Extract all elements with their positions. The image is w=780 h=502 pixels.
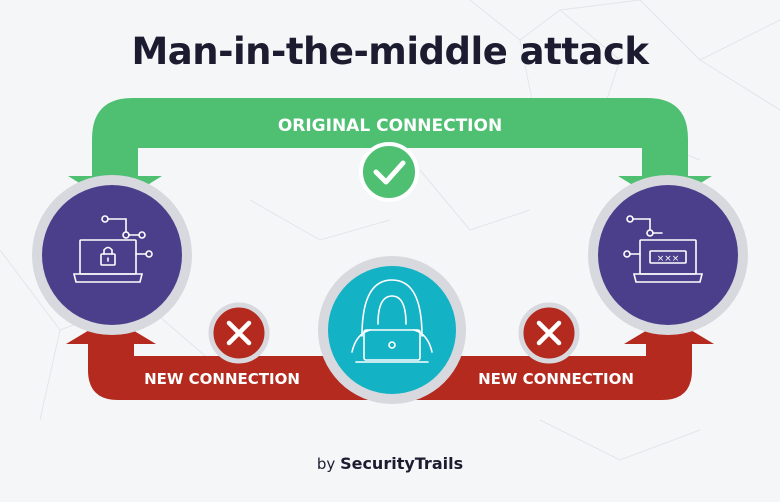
right-node: ××× — [588, 175, 748, 335]
laptop-password-icon: ××× — [623, 215, 704, 283]
laptop-lock-icon — [72, 215, 153, 283]
checkmark-icon — [359, 142, 419, 202]
attacker-node — [318, 256, 466, 404]
left-node — [32, 175, 192, 335]
page-title: Man-in-the-middle attack — [131, 30, 649, 73]
cross-icon-right — [518, 302, 580, 364]
svg-text:×××: ××× — [657, 254, 680, 264]
hooded-hacker-icon — [351, 279, 433, 363]
cross-icon-left — [208, 302, 270, 364]
footer-credit: by SecurityTrails — [0, 454, 780, 473]
new-connection-label-right: NEW CONNECTION — [478, 370, 634, 388]
new-connection-label-left: NEW CONNECTION — [144, 370, 300, 388]
footer-brand: SecurityTrails — [340, 454, 464, 473]
footer-prefix: by — [316, 455, 341, 473]
original-connection-label: ORIGINAL CONNECTION — [278, 116, 502, 136]
